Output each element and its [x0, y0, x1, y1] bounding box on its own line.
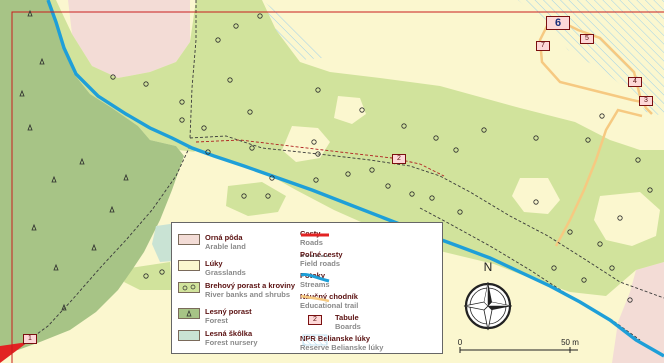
board-marker[interactable]: 4	[628, 77, 642, 87]
stream-line-icon	[300, 273, 330, 283]
legend-subtitle: Boards	[335, 322, 361, 331]
arable-swatch	[178, 234, 200, 245]
forest-symbols	[19, 9, 129, 311]
scale-bar-graphic: 0 50 m	[458, 338, 579, 353]
legend-item-trail: Náučný chodník Educational trail	[300, 292, 358, 310]
nursery-swatch	[178, 330, 200, 341]
legend-item-grass: Lúky Grasslands	[178, 259, 246, 277]
educational-trail	[554, 108, 643, 247]
board-sample-icon: 2	[308, 315, 322, 325]
scale-start-label: 0	[458, 338, 463, 347]
trail-line-icon	[300, 294, 330, 303]
riverbank-shrubs-area	[48, 0, 664, 296]
stream	[46, 0, 664, 358]
legend-title: Brehový porast a kroviny	[205, 281, 296, 290]
legend-item-arable: Orná pôda Arable land	[178, 233, 246, 251]
legend-subtitle: Forest nursery	[205, 338, 258, 347]
grass-clearing	[334, 96, 366, 124]
arable-field-north	[68, 0, 190, 78]
scale-bar: 0 50 m	[455, 334, 581, 358]
legend-title: Orná pôda	[205, 233, 243, 242]
legend-title: Poľné cesty	[300, 250, 343, 259]
legend-item-riverbank: Brehový porast a kroviny River banks and…	[178, 281, 295, 299]
legend-title: Lesný porast	[205, 307, 252, 316]
grass-clearing	[594, 192, 660, 246]
shrub-patch	[226, 182, 286, 216]
board-marker[interactable]: 2	[392, 154, 406, 164]
arable-field-southeast	[612, 262, 664, 363]
legend-item-field-roads: Poľné cesty Field roads	[300, 250, 343, 268]
field-road	[25, 145, 191, 343]
legend-title: Náučný chodník	[300, 292, 358, 301]
forest-area	[0, 0, 184, 352]
legend-subtitle: Roads	[300, 238, 323, 247]
field-road	[189, 135, 664, 299]
field-road-line-icon	[301, 255, 329, 257]
road-line-icon	[301, 233, 329, 237]
map-legend: Orná pôda Arable land Lúky Grasslands Br…	[171, 222, 443, 354]
shrub-symbols	[110, 13, 653, 303]
legend-subtitle: River banks and shrubs	[205, 290, 291, 299]
field-road-red	[195, 139, 445, 177]
educational-trail	[538, 23, 653, 106]
legend-title: Lúky	[205, 259, 223, 268]
legend-item-roads: Cesty Roads	[300, 229, 329, 247]
north-arrow: N	[456, 260, 520, 336]
map-frame	[11, 11, 664, 363]
board-marker[interactable]: 5	[580, 34, 594, 44]
legend-subtitle: Field roads	[300, 259, 341, 268]
legend-item-nursery: Lesná škôlka Forest nursery	[178, 329, 258, 347]
board-marker[interactable]: 1	[23, 334, 37, 344]
grass-swatch	[178, 260, 200, 271]
legend-item-reserve: NPR Belianske lúky Reserve Belianske lúk…	[300, 334, 383, 352]
legend-item-streams: Potoky Streams	[300, 271, 330, 289]
compass-icon: N	[463, 260, 513, 331]
forest-swatch	[178, 308, 200, 319]
scale-end-label: 50 m	[561, 338, 579, 347]
legend-item-forest: Lesný porast Forest	[178, 307, 252, 325]
tree-icon	[186, 310, 192, 317]
shrub-patch	[310, 76, 342, 102]
legend-title: NPR Belianske lúky	[300, 334, 371, 343]
road	[0, 342, 28, 363]
legend-subtitle: Streams	[300, 280, 330, 289]
board-marker[interactable]: 7	[536, 41, 550, 51]
board-marker[interactable]: 3	[639, 96, 653, 106]
shrub-icon	[182, 284, 196, 291]
north-label: N	[484, 260, 493, 274]
shrub-patch	[618, 154, 664, 190]
grass-clearing	[512, 178, 560, 214]
legend-title: Lesná škôlka	[205, 329, 253, 338]
legend-item-boards: 2 Tabule Boards	[300, 313, 361, 331]
legend-subtitle: Grasslands	[205, 268, 246, 277]
riverbank-swatch	[178, 282, 200, 293]
field-road	[189, 0, 197, 139]
board-marker[interactable]: 6	[546, 16, 570, 30]
legend-subtitle: Reserve Belianske lúky	[300, 343, 384, 352]
legend-subtitle: Arable land	[205, 242, 246, 251]
legend-title: Tabule	[335, 313, 359, 322]
legend-subtitle: Forest	[205, 316, 228, 325]
reserve-hatch-icon	[302, 334, 328, 346]
grass-clearing	[282, 126, 330, 162]
legend-subtitle: Educational trail	[300, 301, 359, 310]
